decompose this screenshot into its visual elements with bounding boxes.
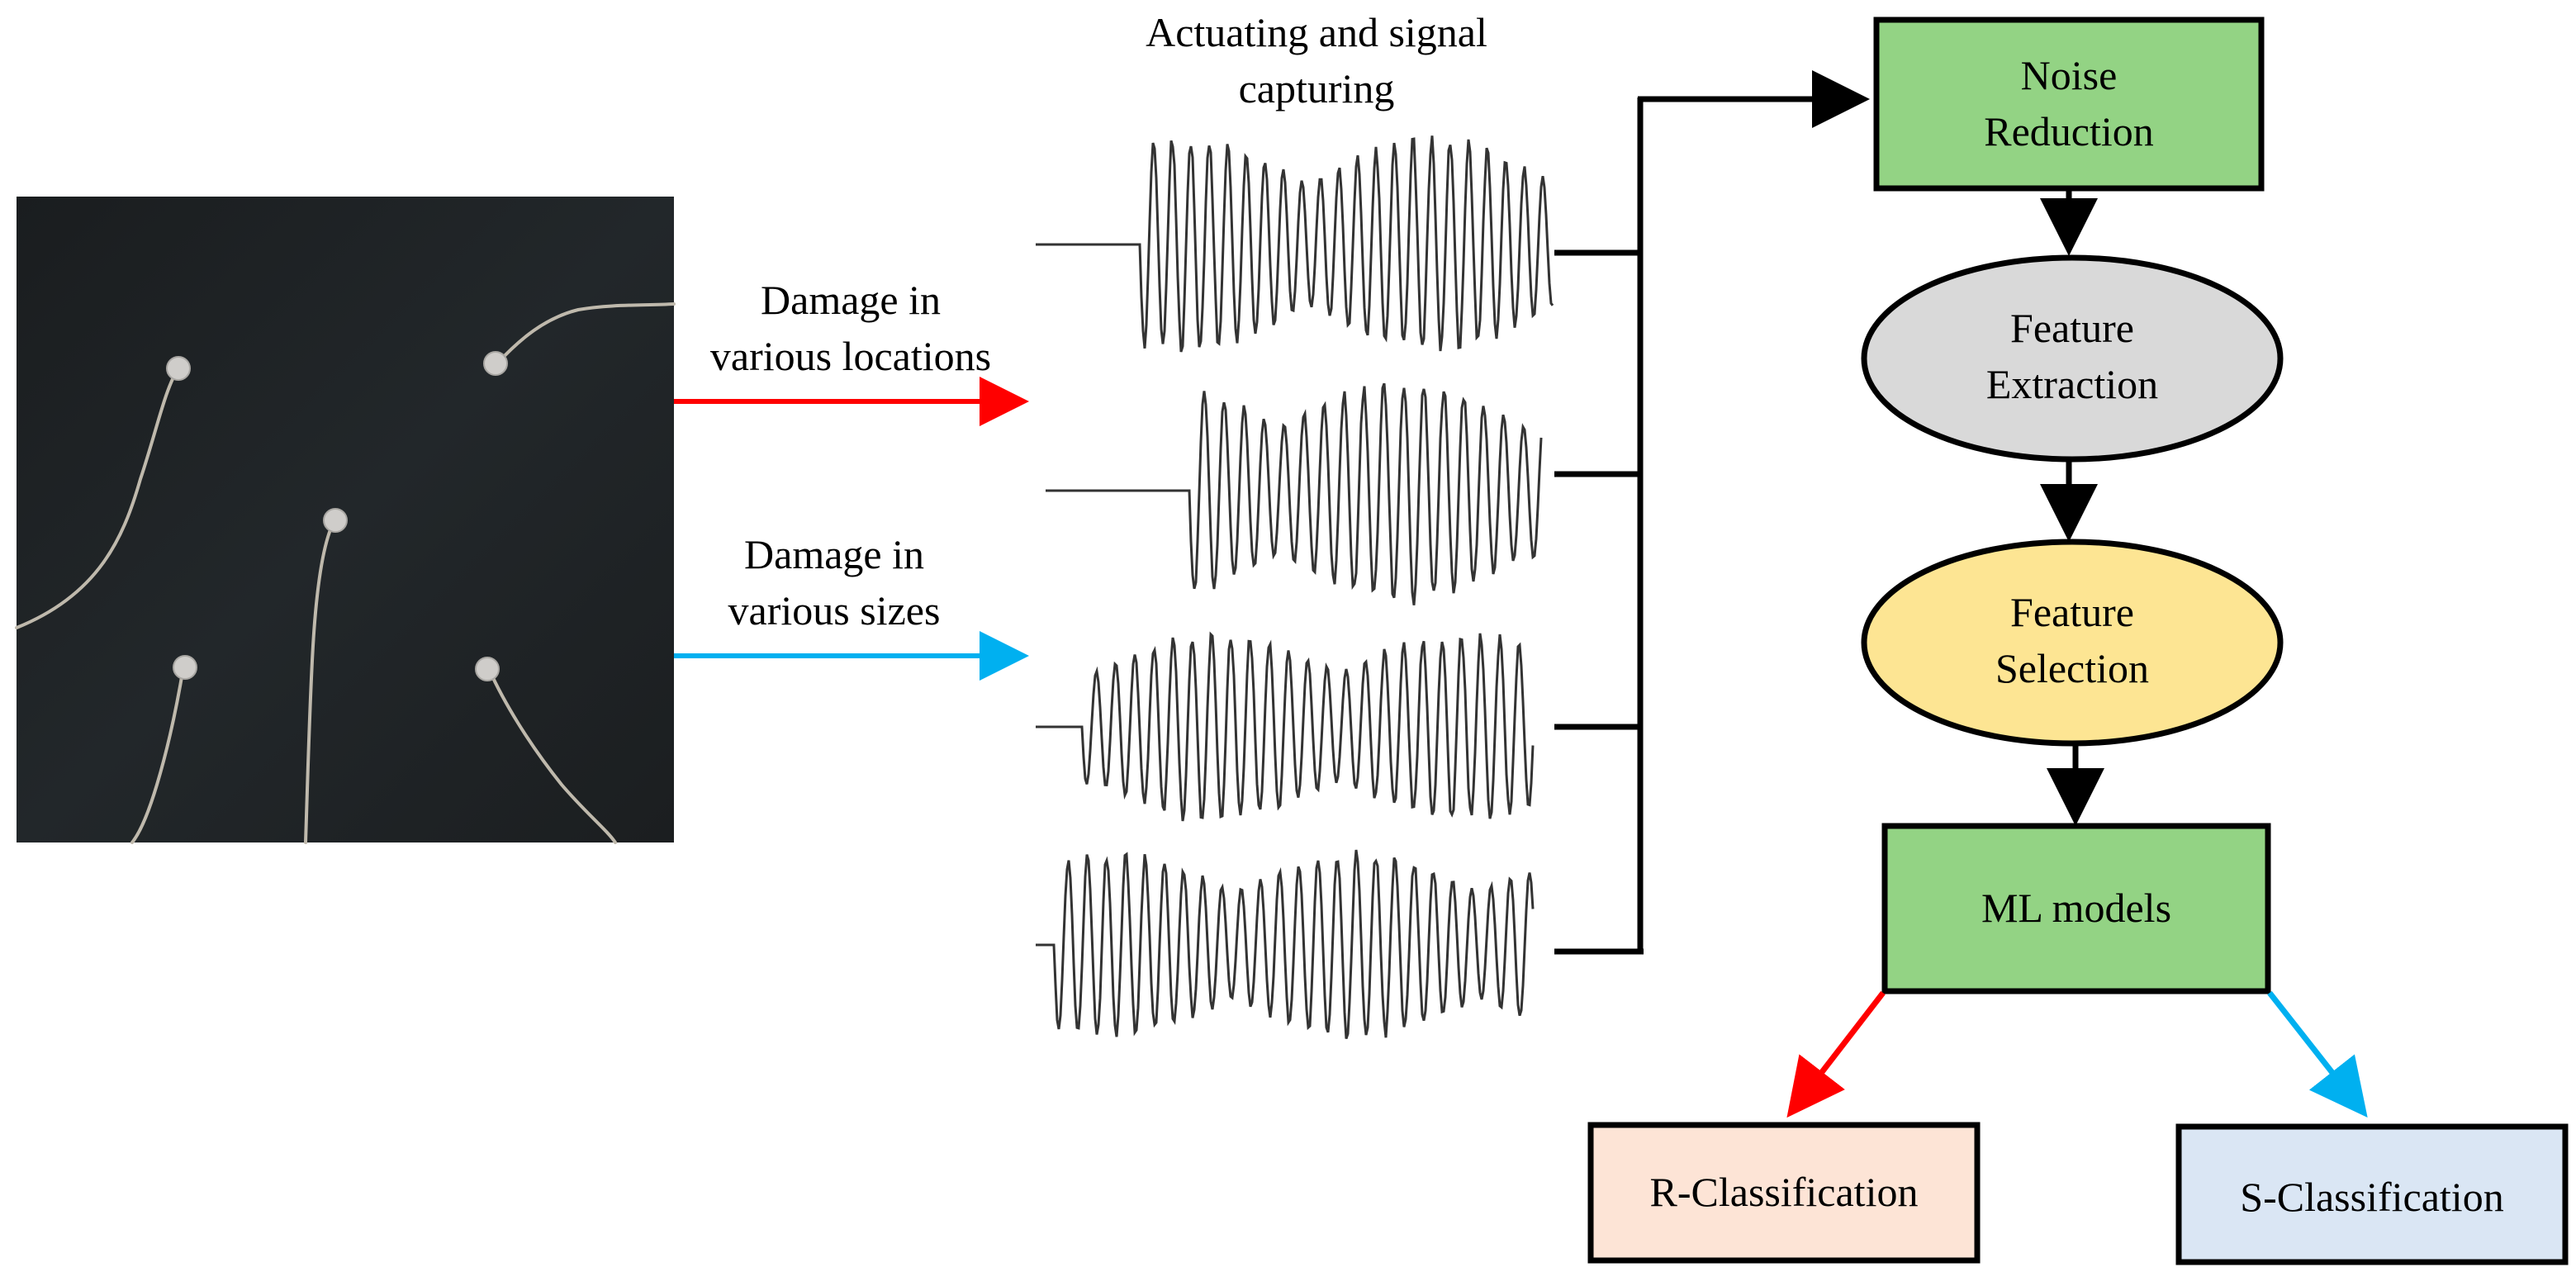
feature-extraction-ellipse: Feature Extraction bbox=[1861, 254, 2284, 463]
waveform-2 bbox=[1046, 382, 1543, 605]
sensor-disc bbox=[475, 657, 500, 681]
sensor-wire bbox=[15, 367, 180, 629]
signal-waveforms bbox=[1036, 135, 1554, 1039]
ml-models-box: ML models bbox=[1881, 823, 2271, 994]
s-classification-label: S-Classification bbox=[2240, 1174, 2503, 1220]
waveform-1 bbox=[1036, 135, 1554, 353]
s-classification-box: S-Classification bbox=[2175, 1123, 2569, 1265]
sensor-wire bbox=[304, 520, 335, 844]
feature-selection-line-1: Feature bbox=[2010, 589, 2134, 635]
noise-reduction-box: Noise Reduction bbox=[1873, 17, 2265, 192]
signal-bus bbox=[1554, 70, 1870, 955]
sensor-wire bbox=[130, 666, 185, 844]
svg-text:various sizes: various sizes bbox=[728, 587, 941, 634]
svg-text:capturing: capturing bbox=[1239, 65, 1395, 112]
sensor-wire bbox=[496, 302, 676, 365]
r-classification-label: R-Classification bbox=[1650, 1169, 1919, 1215]
actuating-label: Actuating and signal capturing bbox=[1146, 9, 1487, 112]
damage-locations-label: Damage in various locations bbox=[710, 277, 991, 379]
damage-sizes-label: Damage in various sizes bbox=[728, 531, 941, 634]
svg-text:Damage in: Damage in bbox=[744, 531, 924, 577]
svg-text:Damage in: Damage in bbox=[761, 277, 941, 323]
sensor-disc bbox=[166, 356, 191, 381]
feature-extraction-line-1: Feature bbox=[2010, 305, 2134, 351]
r-classification-box: R-Classification bbox=[1587, 1122, 1981, 1264]
feature-extraction-line-2: Extraction bbox=[1986, 361, 2158, 407]
ml-models-label: ML models bbox=[1981, 885, 2171, 931]
blue-arrow-to-s-classification bbox=[2267, 990, 2368, 1118]
svg-text:Actuating and signal: Actuating and signal bbox=[1146, 9, 1487, 55]
sensor-wire bbox=[487, 667, 617, 844]
waveform-3 bbox=[1036, 631, 1535, 822]
svg-text:various locations: various locations bbox=[710, 333, 991, 379]
sensor-disc bbox=[173, 655, 197, 680]
waveform-4 bbox=[1036, 849, 1535, 1039]
noise-reduction-line-1: Noise bbox=[2021, 52, 2118, 98]
feature-selection-ellipse: Feature Selection bbox=[1861, 539, 2284, 747]
feature-selection-line-2: Selection bbox=[1995, 645, 2149, 691]
sensor-disc bbox=[323, 508, 348, 533]
composite-plate-photo bbox=[15, 197, 676, 844]
sensor-disc bbox=[483, 351, 508, 376]
noise-reduction-line-2: Reduction bbox=[1984, 108, 2154, 154]
red-arrow-to-r-classification bbox=[1786, 990, 1886, 1118]
